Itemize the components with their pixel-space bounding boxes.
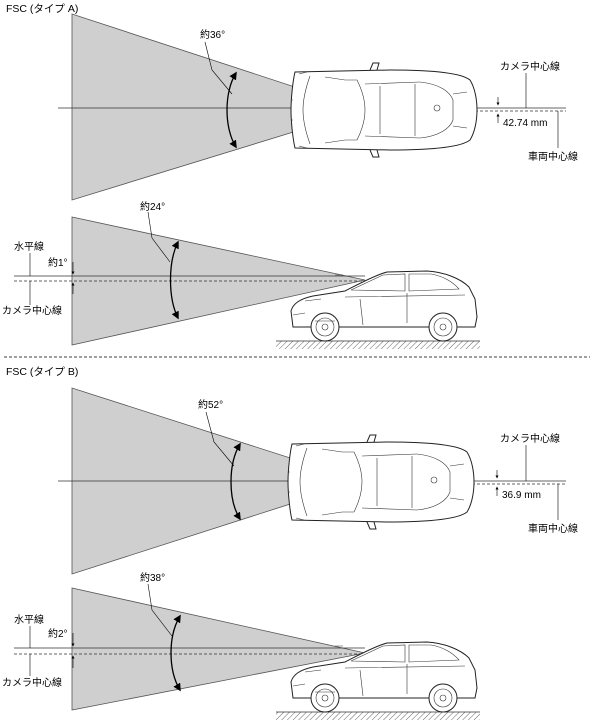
type-b-horizontal-angle-leader xyxy=(205,411,235,467)
type-b-top-view: 約52° カメラ中心線 36.9 mm 車両中心線 xyxy=(58,387,578,575)
type-b-vertical-angle-arc xyxy=(170,614,181,692)
type-a-vertical-angle-label: 約24° xyxy=(140,200,165,213)
type-a-tilt-angle-label: 約1° xyxy=(48,256,68,269)
type-b-tilt-angle-label: 約2° xyxy=(48,627,68,640)
type-a-ground xyxy=(276,341,480,349)
type-a-vehicle-center-line-label: 車両中心線 xyxy=(528,150,578,163)
type-b-vertical-angle-leader xyxy=(147,583,173,637)
type-b-vehicle-center-line-label: 車両中心線 xyxy=(528,522,578,535)
type-b-horizontal-line-label: 水平線 xyxy=(14,613,44,626)
type-b-vertical-angle-label: 約38° xyxy=(140,571,165,584)
type-a-title: FSC (タイプ A) xyxy=(6,3,78,15)
type-b-side-view: 約38° 水平線 約2° カメラ中心線 xyxy=(2,571,480,720)
type-a-horizontal-line-label: 水平線 xyxy=(14,240,44,253)
type-b-side-camera-center-line-label: カメラ中心線 xyxy=(2,676,62,689)
type-a-camera-center-line-label: カメラ中心線 xyxy=(500,60,560,73)
type-a-car-top-view xyxy=(290,62,478,158)
section-type-a: FSC (タイプ A) 約36° カメラ中心線 42.74 mm 車両中心線 xyxy=(2,3,578,349)
type-a-vertical-angle-leader xyxy=(147,211,171,263)
type-b-ground xyxy=(276,712,480,720)
type-a-vertical-angle-arc xyxy=(169,240,179,320)
type-a-side-view: 約24° 水平線 約1° カメラ中心線 xyxy=(2,200,480,349)
type-a-offset-label: 42.74 mm xyxy=(503,118,547,129)
type-b-horizontal-angle-arc xyxy=(230,442,241,521)
type-b-vertical-fov-cone xyxy=(71,587,366,711)
type-b-title: FSC (タイプ B) xyxy=(6,366,78,378)
type-a-horizontal-angle-leader xyxy=(204,41,233,95)
type-a-horizontal-angle-label: 約36° xyxy=(200,28,225,41)
section-type-b: FSC (タイプ B) 約52° カメラ中心線 36.9 mm 車両中心線 xyxy=(2,366,578,720)
type-b-offset-label: 36.9 mm xyxy=(502,490,541,501)
type-a-horizontal-fov-cone xyxy=(71,13,367,201)
type-a-side-camera-center-line-label: カメラ中心線 xyxy=(2,304,62,317)
type-b-camera-center-line-label: カメラ中心線 xyxy=(500,432,560,445)
type-b-horizontal-angle-label: 約52° xyxy=(198,398,223,411)
type-a-horizontal-angle-arc xyxy=(226,71,237,149)
type-a-top-view: 約36° カメラ中心線 42.74 mm 車両中心線 xyxy=(58,13,578,201)
type-b-car-top-view xyxy=(287,434,475,530)
